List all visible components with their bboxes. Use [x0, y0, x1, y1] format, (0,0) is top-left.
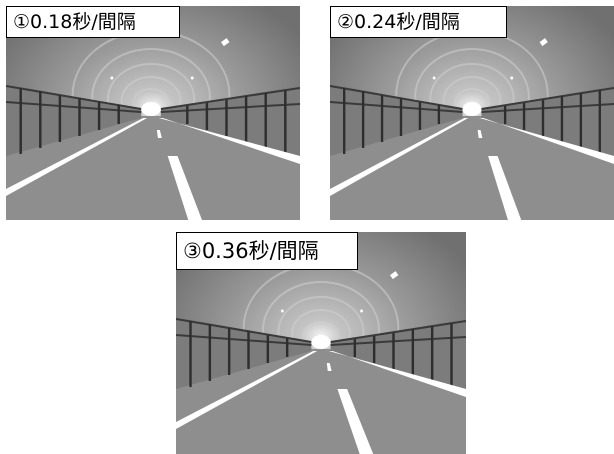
- interval-label: ①0.18秒/間隔: [6, 6, 180, 38]
- interval-label: ②0.24秒/間隔: [330, 6, 507, 38]
- tunnel-scene-image: [330, 6, 614, 220]
- interval-label: ③0.36秒/間隔: [176, 232, 358, 270]
- tunnel-view-panel-3: ③0.36秒/間隔: [176, 232, 466, 454]
- tunnel-view-panel-2: ②0.24秒/間隔: [330, 6, 614, 220]
- tunnel-view-panel-1: ①0.18秒/間隔: [6, 6, 300, 220]
- tunnel-scene-image: [6, 6, 300, 220]
